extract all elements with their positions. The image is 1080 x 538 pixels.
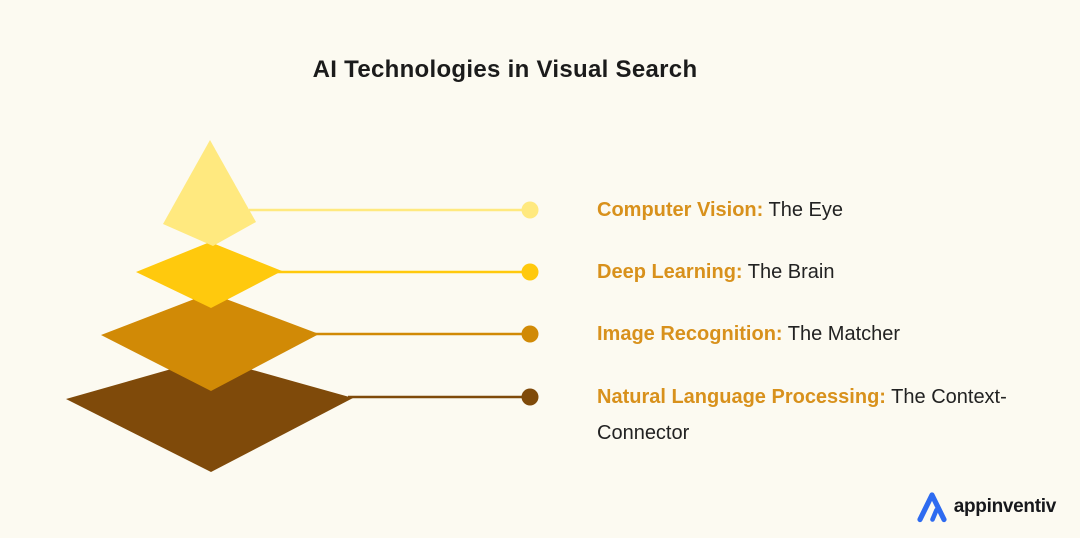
label-term: Image Recognition: bbox=[597, 323, 783, 345]
label-term: Computer Vision: bbox=[597, 199, 764, 221]
label-description: The Eye bbox=[768, 199, 843, 221]
appinventiv-logo-text: appinventiv bbox=[953, 496, 1057, 517]
label-image-recognition: Image Recognition: The Matcher bbox=[597, 316, 1017, 352]
pyramid-layer-4 bbox=[66, 358, 353, 472]
label-description: The Context-Connector bbox=[597, 386, 1007, 444]
pyramid-layer-3 bbox=[101, 293, 319, 391]
appinventiv-logo: appinventiv bbox=[915, 491, 1056, 523]
label-term: Deep Learning: bbox=[597, 261, 743, 283]
connector-dot-3 bbox=[521, 325, 539, 343]
page-title: AI Technologies in Visual Search bbox=[312, 56, 698, 83]
label-deep-learning: Deep Learning: The Brain bbox=[597, 254, 1017, 290]
label-description: The Brain bbox=[747, 261, 835, 283]
connector-dot-4 bbox=[521, 388, 539, 406]
appinventiv-logo-icon bbox=[917, 492, 947, 523]
pyramid-layer-2 bbox=[136, 242, 282, 308]
pyramid-layer-1 bbox=[163, 140, 256, 246]
label-computer-vision: Computer Vision: The Eye bbox=[597, 192, 1017, 228]
connector-dot-2 bbox=[521, 263, 539, 281]
connector-dot-1 bbox=[521, 201, 539, 219]
label-description: The Matcher bbox=[787, 323, 901, 345]
label-term: Natural Language Processing: bbox=[597, 386, 886, 408]
label-natural-language-processing: Natural Language Processing: The Context… bbox=[597, 379, 1017, 451]
